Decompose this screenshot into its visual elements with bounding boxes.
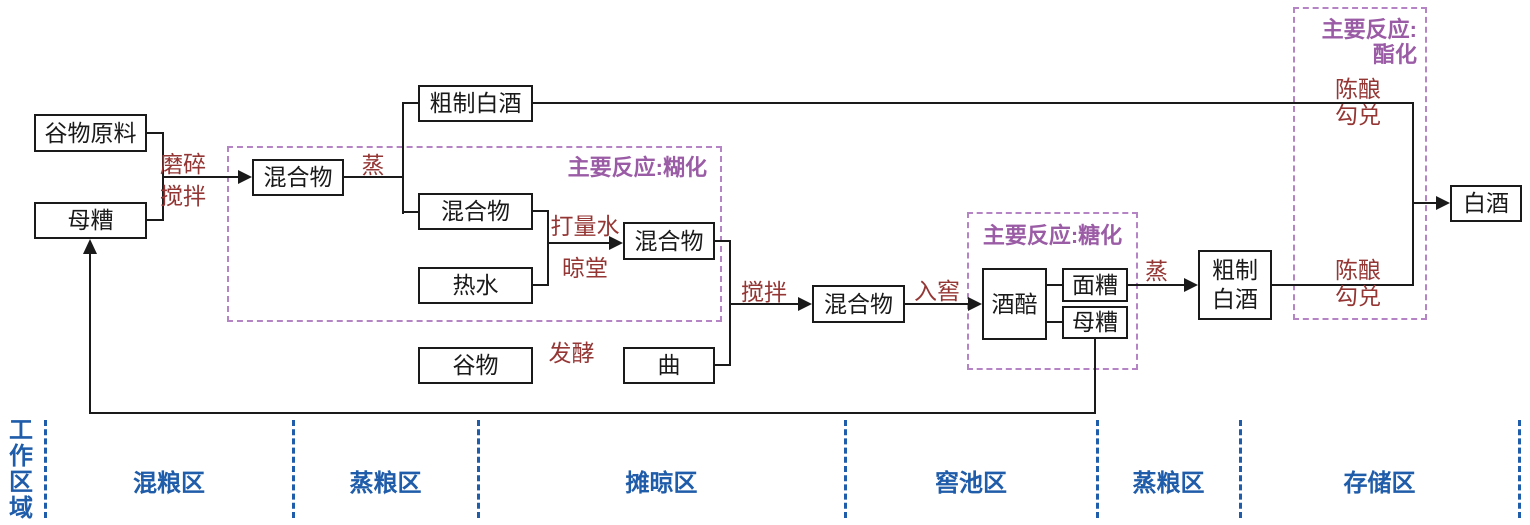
label-ferment: 发酵 [548, 340, 595, 366]
flow-line [1128, 284, 1185, 286]
work-area-axis-label: 工作区域 [9, 417, 33, 522]
node-mixture-2: 混合物 [418, 193, 533, 230]
region-saccharification-label: 主要反应:糖化 [982, 223, 1123, 248]
label-grind-stir: 磨碎 搅拌 [160, 151, 206, 209]
zone-steaming-2: 蒸粮区 [1132, 470, 1205, 497]
zone-spreading: 摊晾区 [625, 470, 698, 497]
flow-line [1047, 284, 1063, 286]
flow-line [547, 210, 549, 286]
zone-divider [1518, 420, 1521, 518]
node-mother-mash-1: 母糟 [34, 202, 147, 239]
flow-line [147, 132, 164, 134]
flow-line [715, 240, 731, 242]
node-crude-baijiu-2: 粗制 白酒 [1198, 250, 1272, 320]
arrowhead [609, 236, 623, 250]
zone-steaming-1: 蒸粮区 [349, 470, 422, 497]
node-mixture-1: 混合物 [252, 159, 344, 196]
zone-cellar: 窖池区 [935, 470, 1007, 497]
region-esterification-label: 主要反应: 酯化 [1321, 17, 1417, 67]
region-gelatinization-label: 主要反应:糊化 [567, 155, 707, 180]
arrowhead [238, 170, 252, 184]
node-baijiu: 白酒 [1450, 185, 1522, 222]
flow-line [715, 364, 731, 366]
node-jiupei: 酒醅 [982, 268, 1047, 340]
flow-line [1272, 284, 1414, 286]
region-gelatinization: 主要反应:糊化 [227, 146, 722, 322]
label-steam-2: 蒸 [1145, 258, 1168, 284]
flow-line [533, 284, 549, 286]
label-stir: 搅拌 [741, 279, 787, 305]
zone-divider [844, 420, 847, 518]
feedback-line [89, 412, 1096, 414]
label-steam-1: 蒸 [361, 152, 385, 178]
arrowhead [1184, 278, 1198, 292]
label-aging-blending-top: 陈酿 勾兑 [1335, 76, 1381, 128]
zone-divider [1239, 420, 1242, 518]
flow-line [147, 219, 164, 221]
node-grain: 谷物 [418, 347, 533, 384]
node-mother-mash-2: 母糟 [1062, 306, 1128, 339]
region-esterification: 主要反应: 酯化 [1293, 7, 1427, 320]
flow-line [343, 176, 404, 178]
zone-divider [1096, 420, 1099, 518]
region-saccharification: 主要反应:糖化 [967, 212, 1138, 370]
feedback-line [89, 252, 91, 413]
flow-line [162, 176, 238, 178]
flow-line [402, 102, 419, 104]
zone-mixing: 混粮区 [133, 470, 205, 497]
node-qu-starter: 曲 [623, 347, 715, 384]
flow-line [402, 102, 404, 214]
flow-line [729, 303, 799, 305]
label-aging-blending-bottom: 陈酿 勾兑 [1335, 257, 1381, 309]
node-mixture-4: 混合物 [812, 285, 905, 323]
node-top-mash: 面糟 [1062, 268, 1128, 302]
label-spread-cool: 晾堂 [562, 255, 608, 281]
node-crude-baijiu-1: 粗制白酒 [418, 85, 533, 122]
node-mixture-3: 混合物 [623, 222, 715, 260]
feedback-line [1094, 338, 1096, 414]
arrowhead [1436, 196, 1450, 210]
zone-storage: 存储区 [1343, 470, 1416, 497]
label-enter-cellar: 入窖 [914, 278, 960, 304]
flow-line [1047, 321, 1063, 323]
node-grain-raw-material: 谷物原料 [34, 114, 147, 152]
zone-divider [477, 420, 480, 518]
flow-line [533, 210, 549, 212]
flow-line-top-return [533, 102, 1414, 104]
label-add-measured-water: 打量水 [550, 213, 620, 239]
zone-divider [44, 420, 47, 518]
arrowhead [798, 297, 812, 311]
flow-line [1412, 102, 1414, 286]
flow-line [1412, 202, 1437, 204]
arrowhead [83, 239, 97, 254]
flow-line [547, 242, 610, 244]
flow-line [402, 211, 419, 213]
zone-divider [292, 420, 295, 518]
arrowhead [968, 297, 982, 311]
node-hot-water: 热水 [418, 267, 533, 304]
flow-line [905, 303, 969, 305]
